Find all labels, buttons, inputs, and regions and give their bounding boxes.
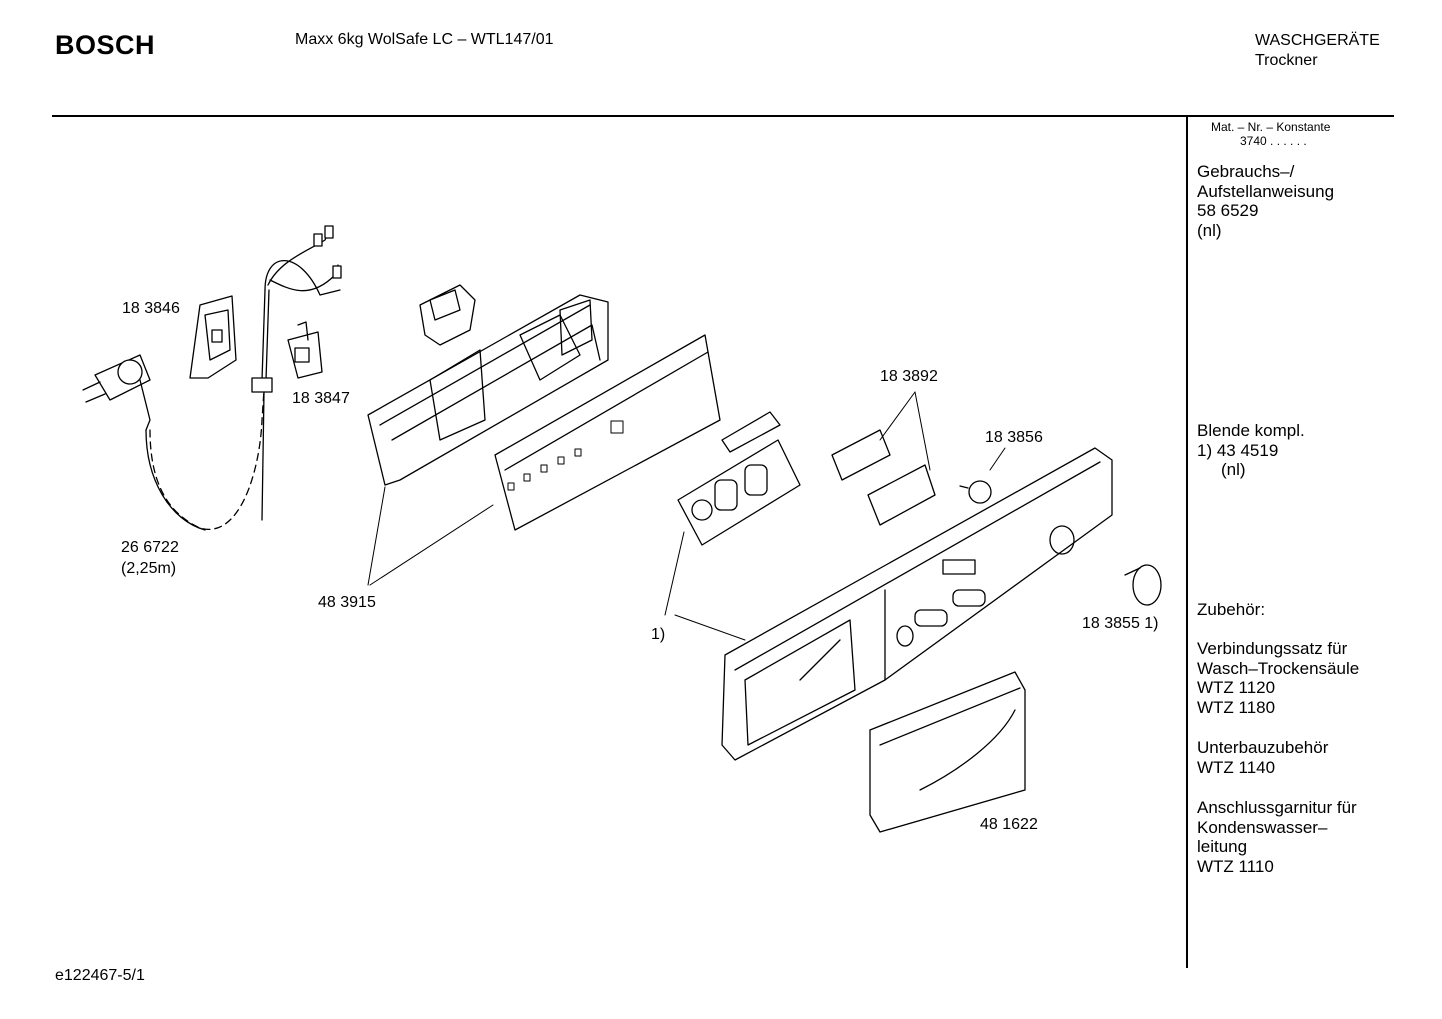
panel-language: (nl): [1221, 460, 1246, 479]
mat-nr-value: 3740 . . . . . .: [1240, 134, 1307, 148]
part-label-481622: 48 1622: [980, 816, 1038, 833]
part-label-cable-length: (2,25m): [121, 560, 177, 577]
mat-nr-header: Mat. – Nr. – Konstante: [1211, 120, 1331, 134]
part-label-183846: 18 3846: [122, 300, 180, 317]
mat-nr-block: Mat. – Nr. – Konstante 3740 . . . . . .: [1211, 120, 1330, 148]
cover-part-icon: [869, 671, 1026, 833]
accessory-3-line-2: Kondenswasser–: [1197, 817, 1328, 837]
pushbutton-part-icon: [831, 429, 936, 526]
leader-lines: [367, 391, 1006, 641]
circuit-board-icon: [494, 334, 721, 531]
accessory-3-line-1: Anschlussgarnitur für: [1197, 798, 1357, 817]
control-panel-icon: [721, 447, 1113, 761]
electronics-frame-icon: [367, 294, 609, 486]
button-carrier-icon: [677, 411, 801, 546]
accessory-group-3: Anschlussgarnitur für Kondenswasser– lei…: [1197, 798, 1357, 876]
accessory-1-line-3: WTZ 1120: [1197, 678, 1276, 697]
panel-block: Blende kompl. 1) 43 4519 (nl): [1197, 421, 1305, 480]
accessory-group-1: Verbindungssatz für Wasch–Trockensäule W…: [1197, 639, 1359, 717]
part-label-183892: 18 3892: [880, 368, 938, 385]
accessory-3-line-4: WTZ 1110: [1197, 856, 1274, 876]
part-label-183856: 18 3856: [985, 429, 1043, 446]
upper-module-icon: [419, 284, 476, 346]
sidebar-divider: [1186, 115, 1188, 968]
suppressor-part-icon: [189, 295, 237, 379]
document-code: e122467-5/1: [55, 967, 145, 984]
spindle-part-icon: [959, 480, 992, 504]
accessory-1-line-2: Wasch–Trockensäule: [1197, 658, 1360, 678]
program-knob-icon: [1124, 564, 1162, 606]
part-label-183855: 18 3855 1): [1082, 615, 1159, 632]
accessory-group-2: Unterbauzubehör WTZ 1140: [1197, 738, 1328, 777]
accessory-3-line-3: leitung: [1197, 837, 1248, 856]
manual-line-2: Aufstellanweisung: [1197, 181, 1335, 201]
accessory-2-line-2: WTZ 1140: [1197, 757, 1276, 777]
category-line-2: Trockner: [1255, 52, 1318, 69]
part-label-266722: 26 6722: [121, 539, 179, 556]
panel-line-1: Blende kompl.: [1197, 421, 1305, 440]
power-plug-icon: [82, 354, 265, 531]
manual-language: (nl): [1197, 220, 1222, 240]
manual-part-number: 58 6529: [1197, 201, 1259, 220]
accessory-1-line-1: Verbindungssatz für: [1197, 639, 1348, 658]
accessories-title: Zubehör:: [1197, 600, 1266, 619]
switch-part-icon: [287, 321, 323, 379]
accessory-2-line-1: Unterbauzubehör: [1197, 738, 1329, 757]
header-rule: [52, 115, 1394, 117]
brand-logo: BOSCH: [55, 30, 156, 60]
part-label-483915: 48 3915: [318, 594, 376, 611]
panel-part-number: 1) 43 4519: [1197, 440, 1279, 460]
manual-line-1: Gebrauchs–/: [1197, 162, 1295, 181]
category-label: WASCHGERÄTE Trockner: [1255, 31, 1380, 71]
manual-block: Gebrauchs–/ Aufstellanweisung 58 6529 (n…: [1197, 162, 1334, 240]
category-line-1: WASCHGERÄTE: [1255, 32, 1380, 49]
part-label-183847: 18 3847: [292, 390, 350, 407]
part-label-panel-ref: 1): [651, 626, 666, 643]
exploded-diagram: [82, 225, 1162, 833]
accessory-1-line-4: WTZ 1180: [1197, 697, 1276, 717]
model-title: Maxx 6kg WolSafe LC – WTL147/01: [295, 31, 554, 48]
wiring-harness-icon: [251, 225, 342, 521]
